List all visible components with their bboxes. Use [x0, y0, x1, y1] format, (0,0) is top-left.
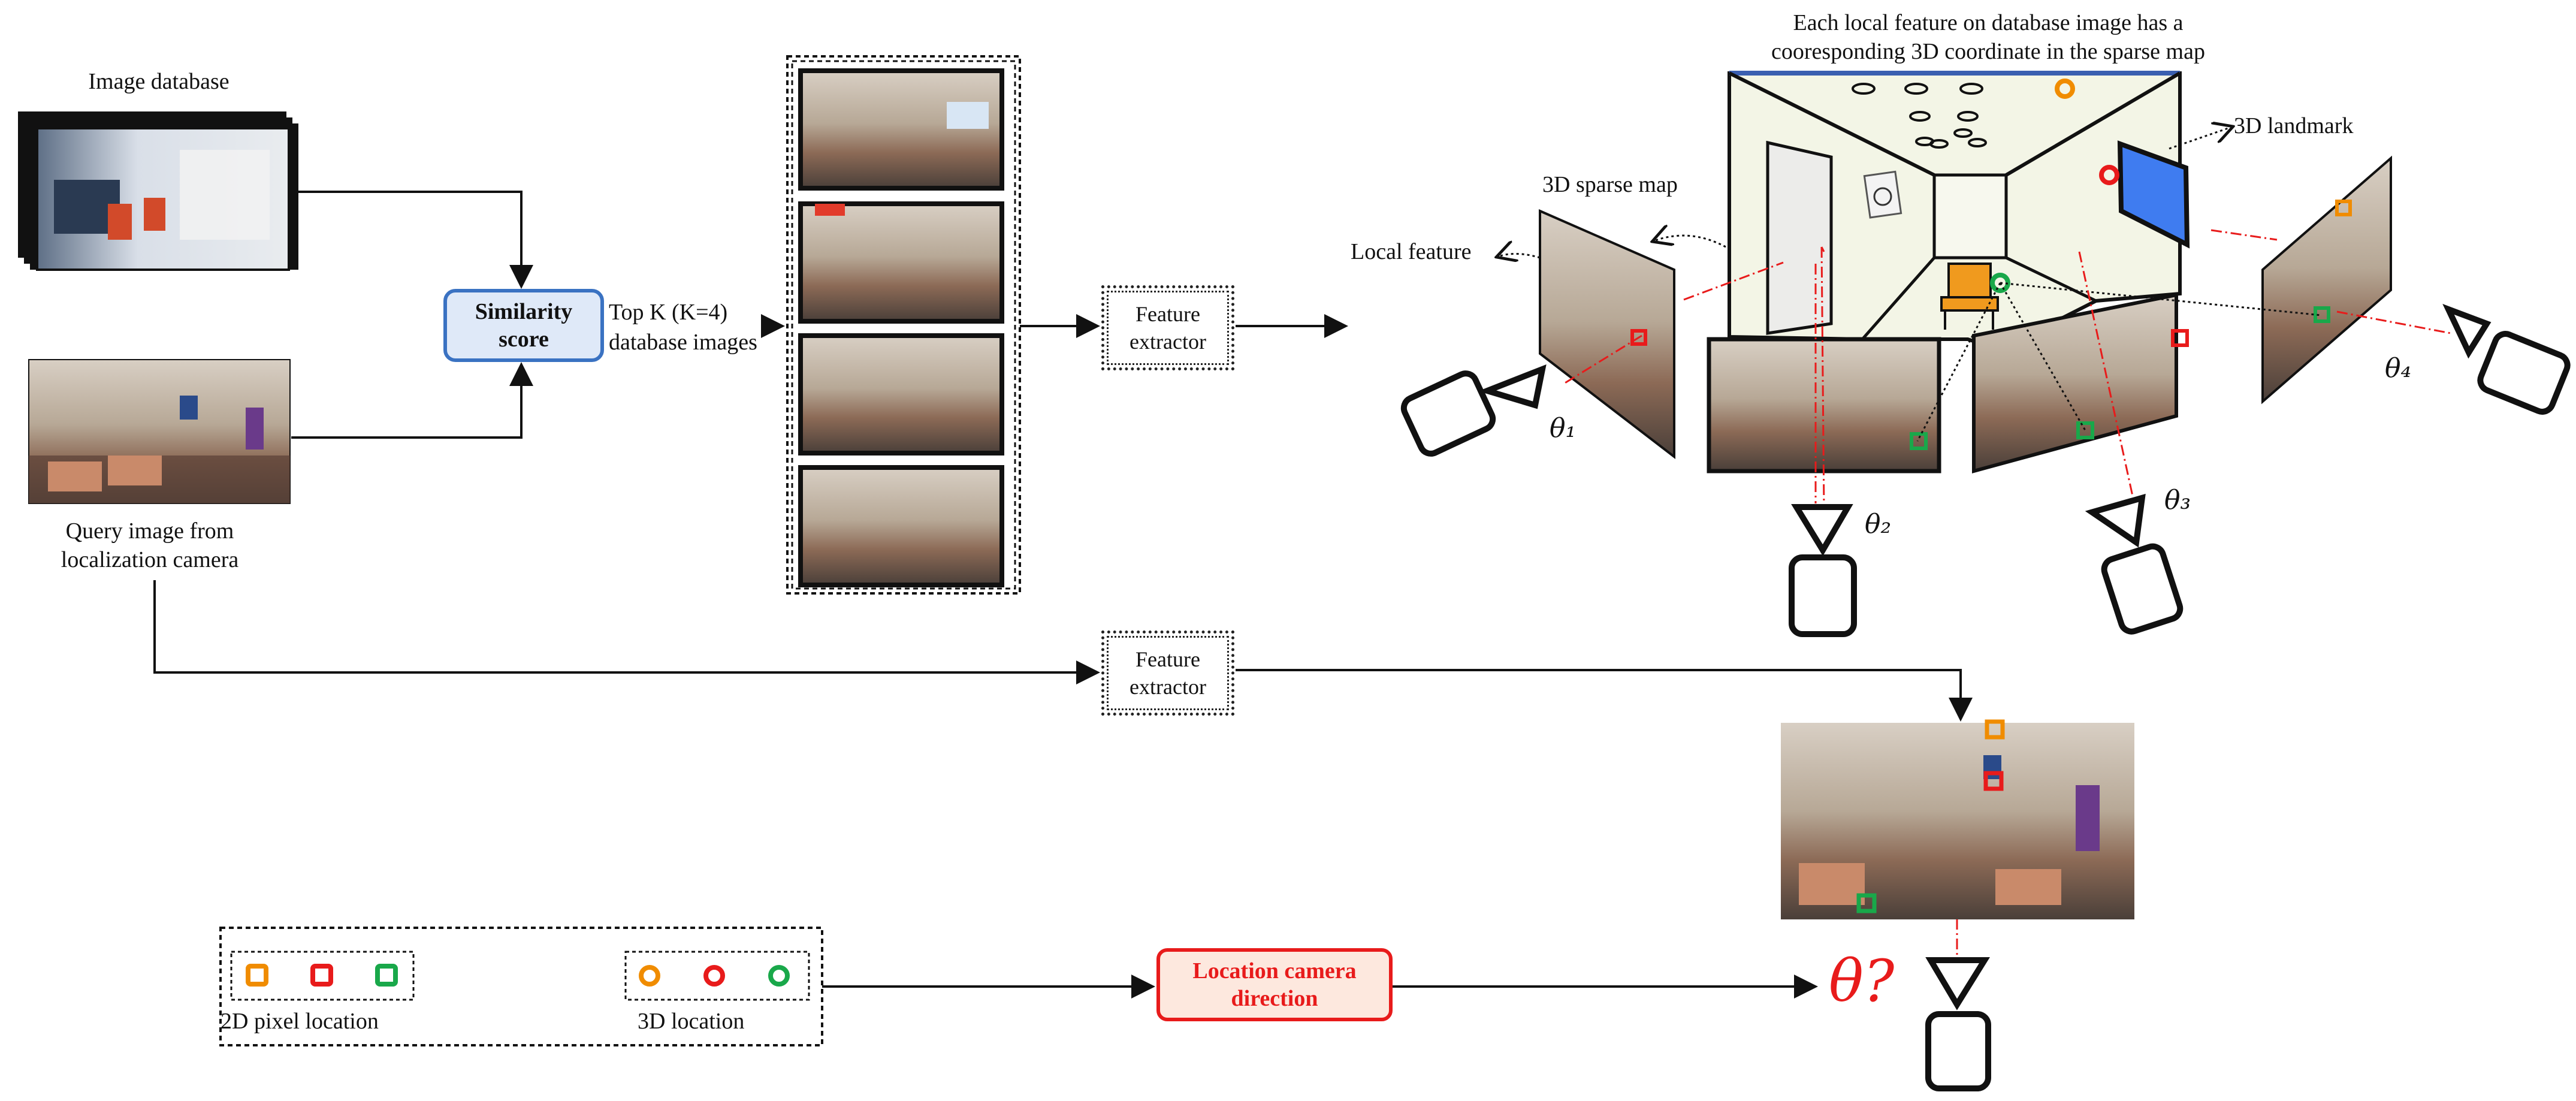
top-k-image-4: [798, 465, 1004, 587]
top-k-label: Top K (K=4) database images: [609, 300, 757, 355]
feature-extractor-bottom: Feature extractor: [1101, 631, 1234, 716]
similarity-score-text: Similarity score: [475, 299, 573, 352]
feature-extractor-bottom-text: Feature extractor: [1130, 647, 1206, 699]
db-view-4: [2261, 155, 2392, 405]
camera-icon-1: [1400, 364, 1547, 457]
theta3-label: θ₃: [2164, 485, 2191, 515]
map-point-red: [2099, 165, 2119, 185]
legend-3d-orange: [639, 965, 660, 987]
query-image: [28, 359, 291, 504]
theta2-label: θ₂: [1865, 509, 1892, 539]
map-point-orange: [2055, 79, 2075, 99]
db-view-3: [1972, 292, 2189, 473]
camera-icon-3: [2085, 493, 2184, 635]
sparse-map-room: [1728, 71, 2190, 350]
landmark-label: 3D landmark: [2234, 113, 2354, 138]
local-feature-label: Local feature: [1351, 239, 1472, 264]
location-camera-direction-text: Location camera direction: [1192, 958, 1357, 1011]
similarity-score-box: Similarity score: [443, 289, 604, 362]
legend-3d-red: [703, 965, 725, 987]
legend-2d-orange: [246, 964, 268, 987]
query-image-right: [1781, 719, 2134, 919]
query-image-label: Query image from localization camera: [61, 518, 239, 572]
legend-2d-red: [310, 964, 333, 987]
top-k-image-1: [798, 68, 1004, 191]
theta-question-label: θ?: [1829, 948, 1895, 1015]
top-k-image-2: [798, 201, 1004, 324]
legend-3d-label: 3D location: [638, 1009, 745, 1034]
image-database-stack: [18, 111, 298, 271]
feature-extractor-top-text: Feature extractor: [1130, 302, 1206, 354]
camera-icon-query: [1925, 957, 1991, 1091]
top-k-image-3: [798, 333, 1004, 456]
theta4-label: θ₄: [2385, 353, 2412, 384]
legend-2d-green: [375, 964, 398, 987]
image-database-label: Image database: [88, 69, 229, 94]
legend-3d-green: [768, 965, 790, 987]
theta1-label: θ₁: [1550, 413, 1577, 444]
legend: [219, 927, 823, 1046]
camera-icon-2: [1789, 504, 1857, 637]
sparse-map-note: Each local feature on database image has…: [1771, 10, 2205, 64]
legend-2d-label: 2D pixel location: [221, 1009, 379, 1034]
camera-icon-4: [2442, 303, 2571, 415]
location-camera-direction-box: Location camera direction: [1156, 948, 1393, 1021]
db-view-1: [1539, 209, 1675, 460]
feature-extractor-top: Feature extractor: [1101, 285, 1234, 370]
top-k-images-group: [786, 55, 1021, 595]
sparse-map-label: 3D sparse map: [1542, 172, 1678, 197]
